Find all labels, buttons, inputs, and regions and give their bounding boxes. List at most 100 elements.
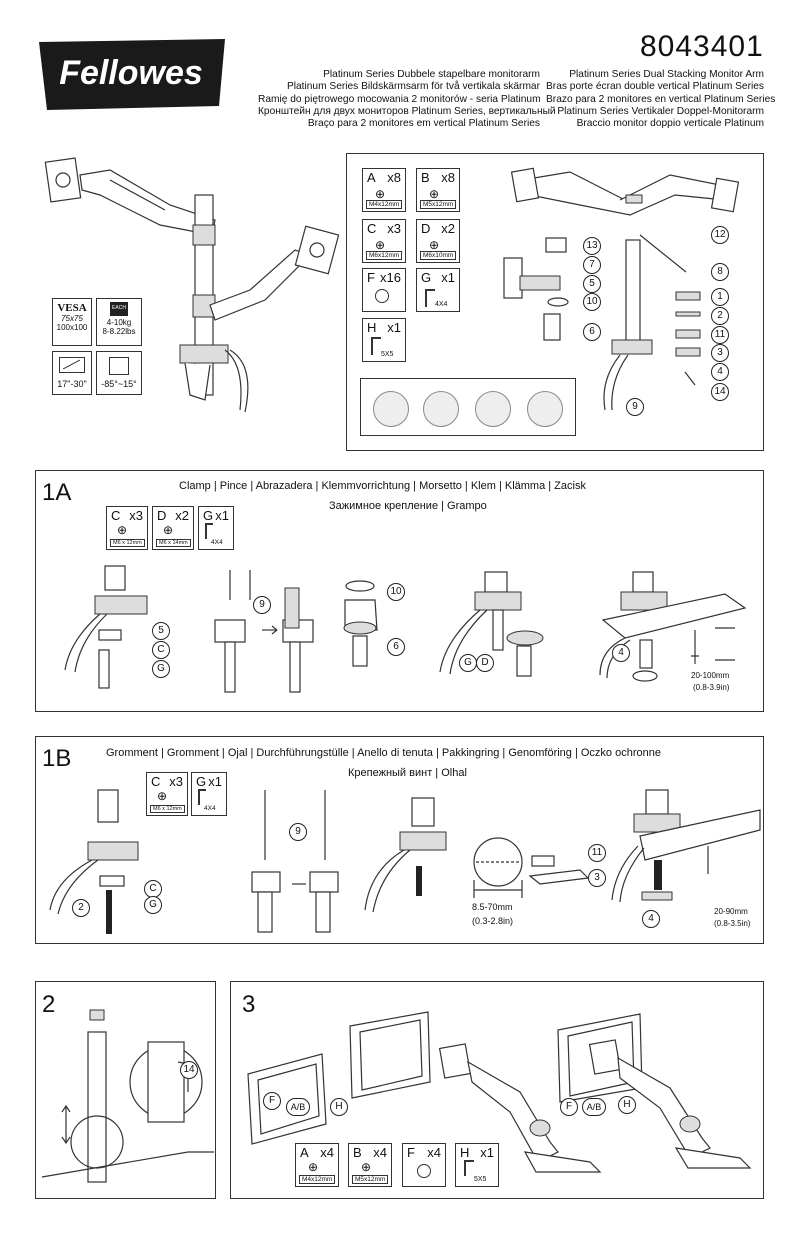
screwdriver-icon <box>373 391 409 427</box>
part-qty: x1 <box>441 270 455 285</box>
callout: 5 <box>583 275 601 293</box>
callout: 11 <box>711 326 729 344</box>
callout: 7 <box>583 256 601 274</box>
screw-icon: ⊕ <box>361 1160 372 1174</box>
callout: G <box>152 660 170 678</box>
part-qty: x4 <box>427 1145 441 1160</box>
callout: G <box>459 654 477 672</box>
callout: 10 <box>583 293 601 311</box>
callout: F <box>560 1098 578 1116</box>
part-size: M4x12mm <box>366 200 403 209</box>
callout: 4 <box>612 644 630 662</box>
part-size: M6 x 14mm <box>156 539 191 547</box>
part-qty: x1 <box>387 320 401 335</box>
monitor-mount-illustration <box>247 1011 752 1173</box>
part-c: C x3 ⊕ M6x12mm <box>362 219 406 263</box>
screw-icon: ⊕ <box>157 789 168 803</box>
part-size: M5x12mm <box>420 200 457 209</box>
part-b: B x8 ⊕ M5x12mm <box>416 168 460 212</box>
part-f: F x4 <box>402 1143 446 1187</box>
weight-lbs: 8-8.22lbs <box>102 327 136 336</box>
screw-icon: ⊕ <box>117 523 128 537</box>
section-2 <box>35 981 216 1199</box>
section-1a <box>35 470 764 712</box>
title-line: Platinum Series Vertikaler Doppel-Monito… <box>557 105 764 117</box>
part-size: 4X4 <box>204 805 216 812</box>
tools-box <box>360 378 576 436</box>
part-qty: x3 <box>169 774 183 789</box>
part-b: B x4 ⊕ M5x12mm <box>348 1143 392 1187</box>
section-3 <box>230 981 764 1199</box>
wrench-icon <box>527 391 563 427</box>
clamp-parts-illustration <box>503 237 569 341</box>
part-qty: x8 <box>441 170 455 185</box>
hex-key-icon <box>198 789 206 805</box>
title-line: Ramię do piętrowego mocowania 2 monitoró… <box>258 93 541 105</box>
part-qty: x2 <box>175 508 189 523</box>
screw-icon: ⊕ <box>163 523 174 537</box>
screw-icon: ⊕ <box>375 238 386 252</box>
tilt-icon <box>109 357 129 375</box>
callout: 10 <box>387 583 405 601</box>
vesa-label: VESA <box>57 302 87 314</box>
callout: 4 <box>642 910 660 928</box>
part-letter: A <box>367 170 376 185</box>
clamp-thickness-in: (0.8-3.9in) <box>693 683 730 692</box>
part-letter: G <box>196 774 207 789</box>
part-size: M6x10mm <box>420 251 457 260</box>
clamp-install-illustration <box>64 565 747 693</box>
hex-key-icon <box>371 337 381 355</box>
part-qty: x8 <box>387 170 401 185</box>
grommet-thickness-mm: 20-90mm <box>714 907 748 916</box>
part-letter: H <box>460 1145 470 1160</box>
part-d: D x2 ⊕ M6x10mm <box>416 219 460 263</box>
callout: 13 <box>583 237 601 255</box>
screw-icon: ⊕ <box>429 187 440 201</box>
hole-size-mm: 8.5-70mm <box>472 902 513 912</box>
washer-icon <box>417 1164 431 1178</box>
part-size: M6 x 12mm <box>110 539 145 547</box>
section-languages: Зажимное крепление | Grampo <box>329 500 487 512</box>
part-qty: x16 <box>380 270 401 285</box>
clamp-thickness-mm: 20-100mm <box>691 671 730 680</box>
tilt-box: -85°~15° <box>96 351 142 395</box>
title-line: Braccio monitor doppio verticale Platinu… <box>576 118 764 130</box>
part-a: A x4 ⊕ M4x12mm <box>295 1143 339 1187</box>
callout: 2 <box>711 307 729 325</box>
callout: F <box>263 1092 281 1110</box>
callout: 14 <box>180 1061 198 1079</box>
callout: C <box>152 641 170 659</box>
hex-key-icon <box>425 289 435 307</box>
screen-range: 17"-30" <box>57 379 87 389</box>
part-size: 4X4 <box>211 539 223 546</box>
part-qty: x3 <box>129 508 143 523</box>
section-languages: Крепежный винт | Olhal <box>348 767 467 779</box>
part-letter: H <box>367 320 377 335</box>
part-size: 5X5 <box>381 351 394 358</box>
title-line: Platinum Series Dual Stacking Monitor Ar… <box>569 69 764 80</box>
titles-right: Platinum Series Dual Stacking Monitor Ar… <box>546 69 775 130</box>
screw-icon: ⊕ <box>429 238 440 252</box>
title-line: Platinum Series Dubbele stapelbare monit… <box>323 69 540 80</box>
exploded-view-illustration <box>510 167 740 411</box>
callout: G <box>144 896 162 914</box>
screw-icon: ⊕ <box>308 1160 319 1174</box>
part-letter: B <box>353 1145 362 1160</box>
part-size: M4x12mm <box>299 1175 336 1184</box>
callout: 6 <box>387 638 405 656</box>
title-line: Braço para 2 monitores em vertical Plati… <box>307 118 540 130</box>
part-size: M6 x 12mm <box>150 805 185 813</box>
part-qty: x4 <box>320 1145 334 1160</box>
vesa-spec-box: VESA 75x75 100x100 <box>52 298 92 346</box>
part-g: G x1 4X4 <box>416 268 460 312</box>
part-letter: G <box>203 508 214 523</box>
pole-cap-illustration <box>41 1009 214 1183</box>
part-qty: x1 <box>215 508 229 523</box>
title-line: Кронштейн для двух мониторов Platinum Se… <box>258 105 556 117</box>
hex-key-icon <box>205 523 213 539</box>
part-letter: C <box>111 508 121 523</box>
callout: H <box>618 1096 636 1114</box>
vesa-size: 75x75 <box>61 314 83 323</box>
callout: D <box>476 654 494 672</box>
callout: 9 <box>253 596 271 614</box>
